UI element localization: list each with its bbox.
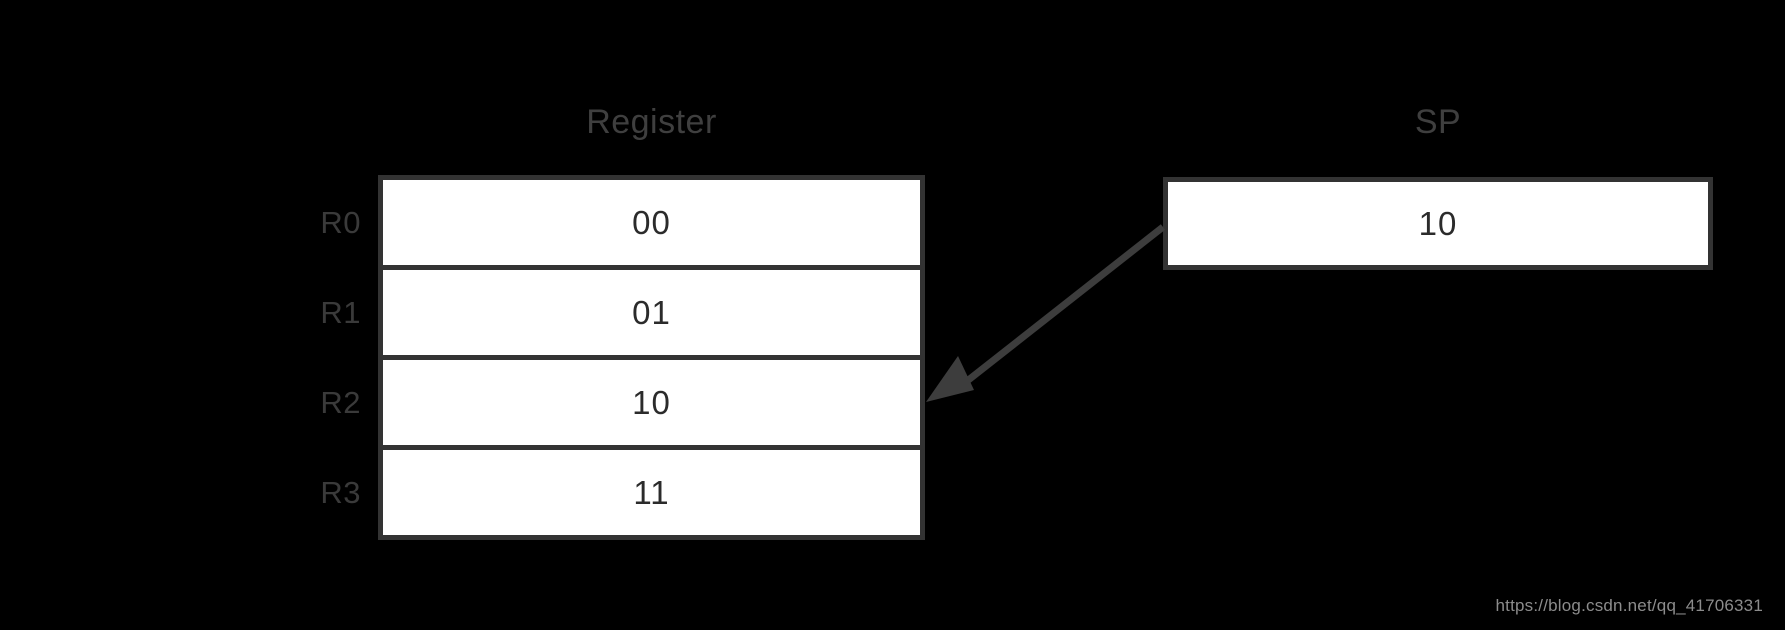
register-table: R0 00 R1 01 R2 10 R3 11 xyxy=(320,175,925,540)
register-value-r3: 11 xyxy=(633,473,670,511)
register-row-r1: R1 01 xyxy=(320,265,920,355)
register-row-r0: R0 00 xyxy=(320,180,920,265)
watermark: https://blog.csdn.net/qq_41706331 xyxy=(1495,596,1763,615)
register-row-r2: R2 10 xyxy=(320,355,920,445)
sp-value: 10 xyxy=(1418,204,1458,242)
sp-to-r2-arrow xyxy=(926,224,1166,402)
sp-panel-title: SP xyxy=(1414,103,1462,141)
register-value-r2: 10 xyxy=(632,383,671,421)
register-panel-title: Register xyxy=(586,103,717,141)
register-row-r3: R3 11 xyxy=(320,445,920,535)
register-row-label-r3: R3 xyxy=(320,474,361,510)
register-value-r0: 00 xyxy=(632,203,671,241)
register-row-label-r2: R2 xyxy=(320,384,361,420)
arrow-shaft xyxy=(959,224,1166,388)
arrow-head xyxy=(926,356,974,402)
register-row-label-r1: R1 xyxy=(320,294,361,330)
register-row-label-r0: R0 xyxy=(320,204,361,240)
sp-box: 10 xyxy=(1163,177,1713,270)
register-value-r1: 01 xyxy=(632,293,671,331)
